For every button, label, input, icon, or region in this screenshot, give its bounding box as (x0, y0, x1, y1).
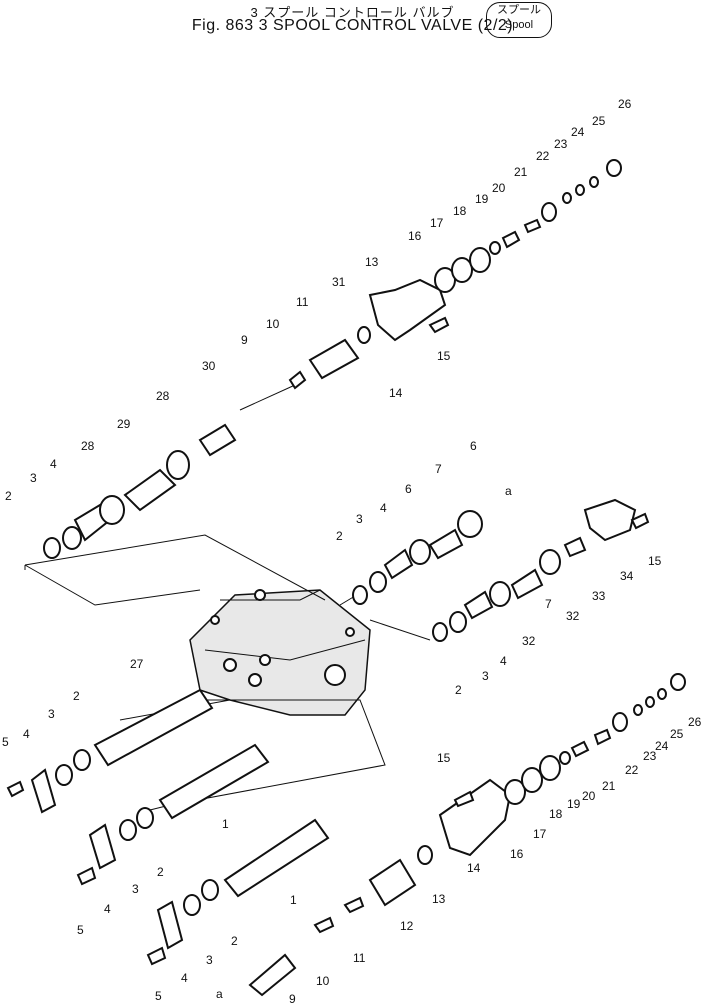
part-label: 29 (117, 417, 131, 431)
part-label: 32 (522, 634, 536, 648)
part-label: 34 (620, 569, 634, 583)
part-label: 4 (181, 971, 188, 985)
part-label: 2 (455, 683, 462, 697)
part-label: 17 (533, 827, 547, 841)
part-label: 5 (77, 923, 84, 937)
part-label: 3 (30, 471, 37, 485)
part-label: 10 (316, 974, 330, 988)
part-label: 16 (510, 847, 524, 861)
part-label: 2 (157, 865, 164, 879)
part-label: 9 (289, 992, 296, 1005)
part-label: 22 (536, 149, 550, 163)
part-label: 3 (206, 953, 213, 967)
part-label: 5 (2, 735, 9, 749)
part-label: 7 (545, 597, 552, 611)
part-label: 32 (566, 609, 580, 623)
part-label: 18 (549, 807, 563, 821)
part-label: 18 (453, 204, 467, 218)
part-label: 22 (625, 763, 639, 777)
part-label: 17 (430, 216, 444, 230)
part-label: 7 (435, 462, 442, 476)
part-label: 13 (365, 255, 379, 269)
part-label: 15 (648, 554, 662, 568)
part-label: 3 (482, 669, 489, 683)
spool-tag-jp: スプール (497, 4, 541, 16)
part-label: 9 (241, 333, 248, 347)
part-label: 14 (467, 861, 481, 875)
figure-title: Fig. 863 3 SPOOL CONTROL VALVE (2/2) (191, 17, 514, 34)
part-label: 20 (582, 789, 596, 803)
part-label: 11 (353, 951, 366, 965)
part-label: 15 (437, 349, 451, 363)
part-label: 6 (470, 439, 477, 453)
part-label: 6 (405, 482, 412, 496)
title-japanese: 3 スプール コントロール バルブ (250, 5, 455, 20)
part-label: 15 (437, 751, 451, 765)
part-label: 27 (130, 657, 144, 671)
part-label: 33 (592, 589, 606, 603)
part-label: 25 (670, 727, 684, 741)
part-label: 5 (155, 989, 162, 1003)
part-label: 30 (202, 359, 216, 373)
part-label: 2 (336, 529, 343, 543)
valve-body (189, 589, 371, 716)
part-label: a (216, 987, 223, 1001)
part-label: 3 (132, 882, 139, 896)
part-label: 24 (571, 125, 585, 139)
part-label: 23 (643, 749, 657, 763)
part-label: 3 (356, 512, 363, 526)
spool-tag: スプール Spool (486, 2, 552, 38)
part-label: 4 (104, 902, 111, 916)
part-label: 24 (655, 739, 669, 753)
part-label: 28 (81, 439, 95, 453)
part-label: 4 (50, 457, 57, 471)
part-label: 14 (389, 386, 403, 400)
part-label: 12 (400, 919, 414, 933)
part-label: 1 (290, 893, 297, 907)
part-label: 3 (48, 707, 55, 721)
part-label: 23 (554, 137, 568, 151)
part-label: 25 (592, 114, 606, 128)
part-label: 31 (332, 275, 346, 289)
part-label: 16 (408, 229, 422, 243)
part-label: a (505, 484, 512, 498)
spool-tag-en: Spool (504, 19, 534, 31)
part-label: 1 (222, 817, 229, 831)
part-number-labels: 2625242322212019181716133111109302829284… (2, 97, 702, 1005)
middle-right-assembly (352, 498, 650, 642)
upper-spool-assembly (43, 159, 622, 559)
part-label: 4 (500, 654, 507, 668)
part-label: 4 (380, 501, 387, 515)
part-label: 21 (514, 165, 528, 179)
part-label: 2 (5, 489, 12, 503)
part-label: 13 (432, 892, 446, 906)
part-label: 28 (156, 389, 170, 403)
part-label: 26 (618, 97, 632, 111)
part-label: 19 (567, 797, 581, 811)
part-label: 4 (23, 727, 30, 741)
part-label: 2 (73, 689, 80, 703)
part-label: 19 (475, 192, 489, 206)
part-label: 10 (266, 317, 280, 331)
part-label: 26 (688, 715, 702, 729)
lower-spools (6, 673, 686, 997)
part-label: 2 (231, 934, 238, 948)
part-label: 20 (492, 181, 506, 195)
part-label: 21 (602, 779, 616, 793)
part-label: 11 (296, 295, 309, 309)
